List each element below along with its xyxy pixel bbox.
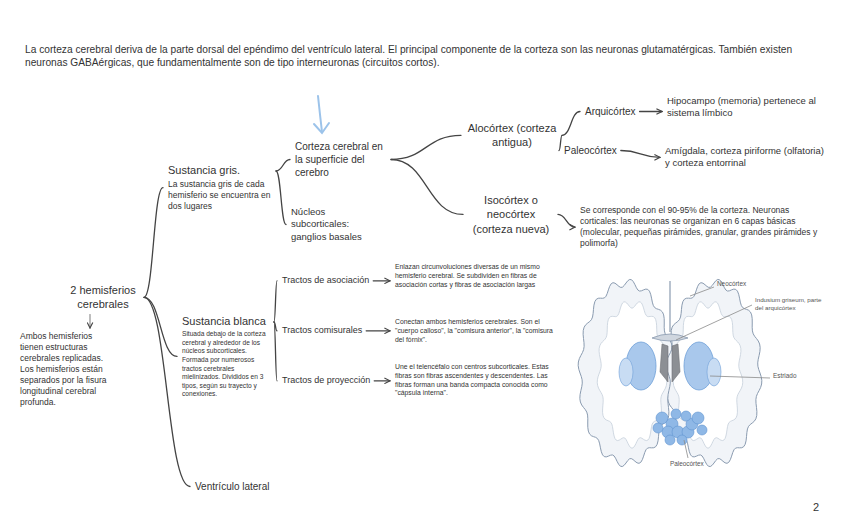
callout-label: Estriado (773, 372, 796, 380)
paleocortex-lobule (671, 409, 681, 419)
blue-pointer-arrow (314, 96, 329, 133)
branch-line (391, 135, 461, 159)
branch-line (144, 188, 163, 298)
left-hemisphere (578, 279, 674, 466)
striatum-part (619, 358, 633, 386)
paleocortex-lobule (697, 425, 707, 435)
callout-label: Paleocórtex (670, 460, 704, 468)
root-topic: 2 hemisferios cerebrales (64, 282, 142, 313)
subtopic: Isocórtex o neocórtex (corteza nueva) (466, 192, 556, 237)
topic: Ventrículo lateral (193, 479, 272, 494)
arrow-connector (640, 111, 662, 112)
subtopic: Alocórtex (corteza antigua) (464, 120, 560, 151)
brain-coronal-section (578, 279, 762, 466)
subtopic: Paleocórtex (562, 143, 619, 158)
arrow-connector (374, 380, 390, 381)
leader-line (690, 287, 714, 296)
arrow-connector (366, 330, 390, 331)
node-text: Une el telencéfalo con centros subcortic… (395, 363, 559, 398)
white-matter (673, 302, 742, 448)
longitudinal-fissure (669, 281, 670, 332)
paleocortex-lobule (681, 411, 691, 421)
node-text: Tractos de asociación (282, 275, 369, 287)
intro-paragraph: La corteza cerebral deriva de la parte d… (25, 44, 825, 70)
subtopic: Tractos de proyección (280, 374, 372, 388)
striatum-part (707, 358, 721, 386)
node-text: Corteza cerebral en la superficie del ce… (295, 140, 387, 179)
pointer-shaft (318, 96, 322, 132)
page-number: 2 (813, 501, 819, 515)
node-text: Alocórtex (corteza antigua) (466, 121, 558, 150)
subtopic: Núcleos subcorticales: ganglios basales (289, 205, 377, 244)
callout-label: Neocórtex (717, 280, 746, 288)
paleocortex-lobule (677, 435, 687, 445)
node-text: Tractos de proyección (282, 375, 370, 387)
arrow-connector (558, 214, 575, 227)
leader-line (684, 440, 688, 458)
branch-line (391, 160, 463, 215)
callout-label: Indusium griseum, parte del arquicórtex (755, 296, 827, 312)
leader-line (710, 376, 770, 378)
description: Une el telencéfalo con centros subcortic… (393, 362, 561, 399)
node-text: Sustancia blanca (182, 314, 270, 328)
description: Amígdala, corteza piriforme (olfatoria) … (663, 144, 828, 171)
arrow-connector (373, 280, 390, 281)
branch-line (276, 160, 290, 172)
node-text: Ambos hemisferios tienen estructuras cer… (20, 331, 114, 408)
paleocortex-lobule (653, 423, 663, 433)
leader-lines (676, 287, 770, 458)
topic: Sustancia gris. La sustancia gris de cada… (166, 162, 274, 213)
subtopic: Corteza cerebral en la superficie del ce… (293, 139, 389, 180)
node-body-text: La sustancia gris de cada hemisferio se … (168, 179, 272, 212)
subtopic: Tractos de asociación (280, 274, 371, 288)
node-text: Núcleos subcorticales: ganglios basales (291, 206, 375, 243)
corpus-callosum (652, 334, 688, 341)
node-text: Paleocórtex (564, 144, 617, 157)
node-text: Ventrículo lateral (195, 480, 270, 493)
node-text: Arquicórtex (585, 105, 636, 118)
paleocortex-region (653, 409, 707, 445)
arrow-connector (89, 315, 90, 328)
leader-line (676, 305, 752, 340)
right-hemisphere (666, 279, 762, 466)
description: Hipocampo (memoria) pertenece al sistema… (665, 94, 827, 121)
node-text: Isocórtex o neocórtex (corteza nueva) (468, 193, 554, 236)
node-text: Se corresponde con el 90-95% de la corte… (580, 205, 818, 249)
ventricle (672, 344, 680, 382)
subtopic: Tractos comisurales (280, 324, 364, 338)
branch-line (274, 281, 277, 322)
arrow-connector (621, 151, 660, 158)
branch-line (559, 135, 562, 150)
node-text: Enlazan circunvoluciones diversas de un … (395, 263, 559, 289)
node-text: 2 hemisferios cerebrales (66, 283, 140, 312)
node-text: Amígdala, corteza piriforme (olfatoria) … (665, 145, 826, 170)
branch-line (274, 322, 277, 381)
node-text: Tractos comisurales (282, 325, 362, 337)
node-text: Sustancia gris. (168, 163, 272, 177)
node-text: Hipocampo (memoria) pertenece al sistema… (667, 95, 825, 120)
pointer-head (314, 123, 329, 133)
node-body-text: Situada debajo de la corteza cerebral y … (182, 330, 270, 399)
note-text: Ambos hemisferios tienen estructuras cer… (18, 330, 116, 409)
branch-line (562, 112, 580, 136)
node-text: Conectan ambos hemisferios cerebrales. S… (395, 318, 559, 344)
paleocortex-lobule (692, 412, 704, 424)
branch-line (276, 171, 286, 225)
ventricle (660, 344, 668, 382)
subtopic: Arquicórtex (583, 104, 638, 119)
description: Se corresponde con el 90-95% de la corte… (578, 204, 820, 250)
description: Conectan ambos hemisferios cerebrales. S… (393, 317, 561, 345)
topic: Sustancia blancaSituada debajo de la cor… (180, 313, 272, 400)
white-matter (597, 302, 666, 448)
paleocortex-lobule (665, 435, 675, 445)
description: Enlazan circunvoluciones diversas de un … (393, 262, 561, 290)
